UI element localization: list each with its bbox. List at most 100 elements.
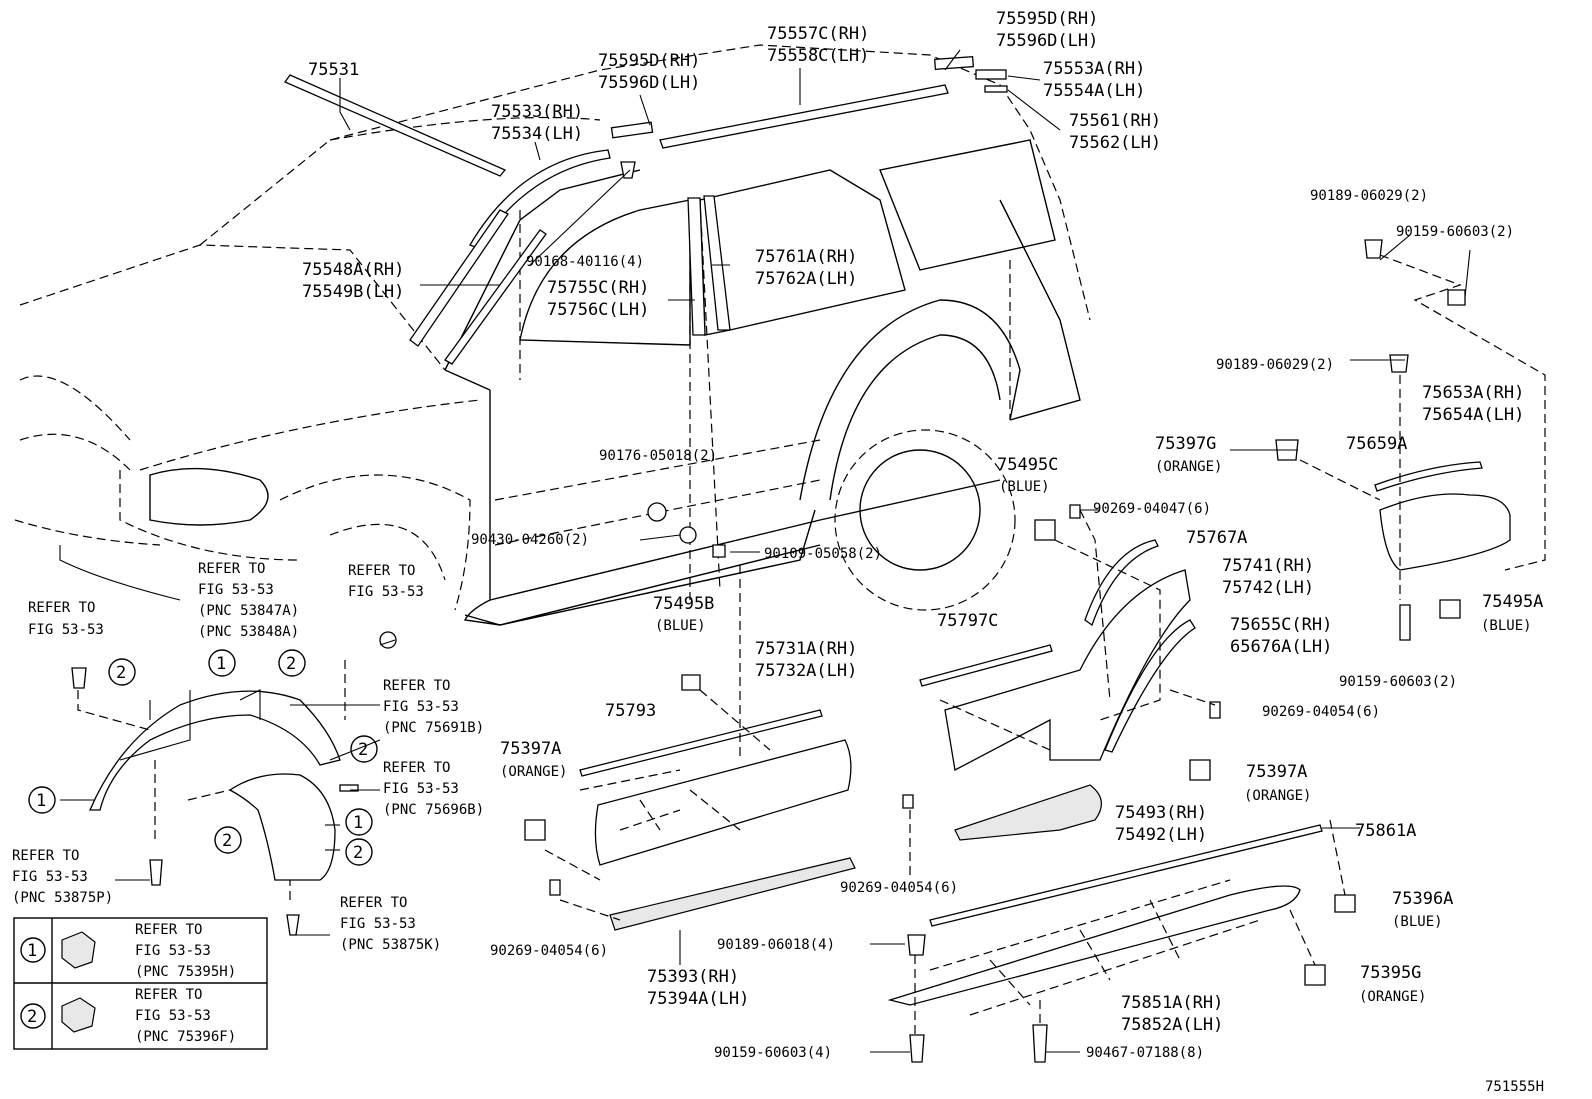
legend-row1-number: 1 [27,941,37,961]
label-75397g: 75397G [1155,434,1216,454]
refer-5-line-a: REFER TO [383,760,450,776]
label-75492: 75492(LH) [1115,825,1207,845]
legend-table: 1 2 REFER TO FIG 53-53 (PNC 75395H) REFE… [13,917,268,1050]
label-75653a: 75653A(RH) [1422,383,1524,403]
clip-75397a-left-icon [524,819,546,841]
bolt-90467-icon [1032,1024,1048,1063]
label-75742: 75742(LH) [1222,578,1314,598]
pillar-molding-outer [409,209,509,347]
label-90189-a: 90189-06029(2) [1310,188,1428,204]
label-75562: 75562(LH) [1069,133,1161,153]
label-90269-d: 90269-04054(6) [490,943,608,959]
rocker-clip-strip [609,857,856,931]
refer-6-line-c: (PNC 53875P) [12,890,113,906]
clip-75396a-icon [1334,894,1356,913]
label-75595d-a: 75595D(RH) [598,51,700,71]
label-75553a: 75553A(RH) [1043,59,1145,79]
label-75767a: 75767A [1186,528,1247,548]
label-75731a: 75731A(RH) [755,639,857,659]
label-75397a-left: 75397A [500,739,561,759]
fender-liner [228,773,336,881]
label-90189-c: 90189-06018(4) [717,937,835,953]
screw-liner-icon [286,914,300,936]
refer-7-line-b: FIG 53-53 [340,916,416,932]
label-75861a: 75861A [1355,821,1416,841]
callout-2-b: 2 [286,654,296,674]
rear-bumper-flare-molding [1374,461,1483,492]
label-90269-a: 90269-04047(6) [1093,501,1211,517]
quarter-flare-molding [1084,539,1159,627]
label-75851a: 75851A(RH) [1121,993,1223,1013]
refer-7-line-c: (PNC 53875K) [340,937,441,953]
label-75549b: 75549B(LH) [302,282,404,302]
refer-4-line-c: (PNC 75691B) [383,720,484,736]
clip-75395h-icon [61,931,96,969]
label-90467: 90467-07188(8) [1086,1045,1204,1061]
screw-90269-04054-icon [1209,701,1221,719]
top-leader-lines [339,49,1061,301]
refer-1-line-a: REFER TO [28,600,95,616]
callout-2-e: 2 [353,843,363,863]
label-75655c: 75655C(RH) [1230,615,1332,635]
rear-bumper-flare [1379,493,1511,571]
label-75557c: 75557C(RH) [767,24,869,44]
label-75493: 75493(RH) [1115,803,1207,823]
washer-90430-icon [679,526,697,544]
refer-3-line-b: FIG 53-53 [348,584,424,600]
legend-row2-line-c: (PNC 75396F) [135,1029,236,1045]
refer-6-line-a: REFER TO [12,848,79,864]
clip-90189-top-icon [1364,239,1383,259]
refer-5-line-b: FIG 53-53 [383,781,459,797]
clip-75495b-icon [681,674,701,691]
label-75596d-b: 75596D(LH) [996,31,1098,51]
label-75659a: 75659A [1346,434,1407,454]
refer-2-line-c: (PNC 53847A) [198,603,299,619]
door-side-molding [594,739,852,866]
legend-row1-line-a: REFER TO [135,922,202,938]
step-molding [929,824,1323,927]
door-belt-molding [579,709,823,777]
label-90269-c: 90269-04054(6) [840,880,958,896]
label-90430: 90430-04260(2) [471,532,589,548]
label-75756c: 75756C(LH) [547,300,649,320]
refer-6-line-b: FIG 53-53 [12,869,88,885]
refer-1-line-b: FIG 53-53 [28,622,104,638]
screw-90269-left-icon [549,879,561,896]
refer-3-line-a: REFER TO [348,563,415,579]
label-75561: 75561(RH) [1069,111,1161,131]
c-pillar-garnish [703,195,731,331]
legend-row1-line-b: FIG 53-53 [135,943,211,959]
diagram-id: 751555H [1485,1079,1544,1095]
label-75596d-a: 75596D(LH) [598,73,700,93]
screw-90159-right-icon [1399,604,1411,641]
label-75397a-right-color: (ORANGE) [1244,788,1311,804]
roof-side-molding [659,84,949,149]
label-75495b-color: (BLUE) [655,618,706,634]
label-90159-b: 90159-60603(2) [1339,674,1457,690]
running-board-group [870,819,1360,1063]
label-75793: 75793 [605,701,656,721]
label-75393: 75393(RH) [647,967,739,987]
refer-2-line-b: FIG 53-53 [198,582,274,598]
front-fender-flare-group [59,545,397,936]
label-75852a: 75852A(LH) [1121,1015,1223,1035]
clip-front-left-icon [71,667,87,689]
rocker-end-piece [954,784,1102,841]
legend-row2-line-b: FIG 53-53 [135,1008,211,1024]
rear-side-group [902,234,1546,880]
label-75762a: 75762A(LH) [755,269,857,289]
refer-2-line-d: (PNC 53848A) [198,624,299,640]
label-75395g-color: (ORANGE) [1359,989,1426,1005]
label-75732a: 75732A(LH) [755,661,857,681]
label-90269-b: 90269-04054(6) [1262,704,1380,720]
label-75396a: 75396A [1392,889,1453,909]
label-75533: 75533(RH) [491,102,583,122]
label-75761a: 75761A(RH) [755,247,857,267]
screw-front-icon [149,859,163,886]
label-75534: 75534(LH) [491,124,583,144]
clip-90168-icon [620,161,636,179]
label-75495c-color: (BLUE) [999,479,1050,495]
clip-75397a-right-icon [1189,759,1211,781]
roof-cap-75561 [984,85,1008,93]
label-75397a-right: 75397A [1246,762,1307,782]
